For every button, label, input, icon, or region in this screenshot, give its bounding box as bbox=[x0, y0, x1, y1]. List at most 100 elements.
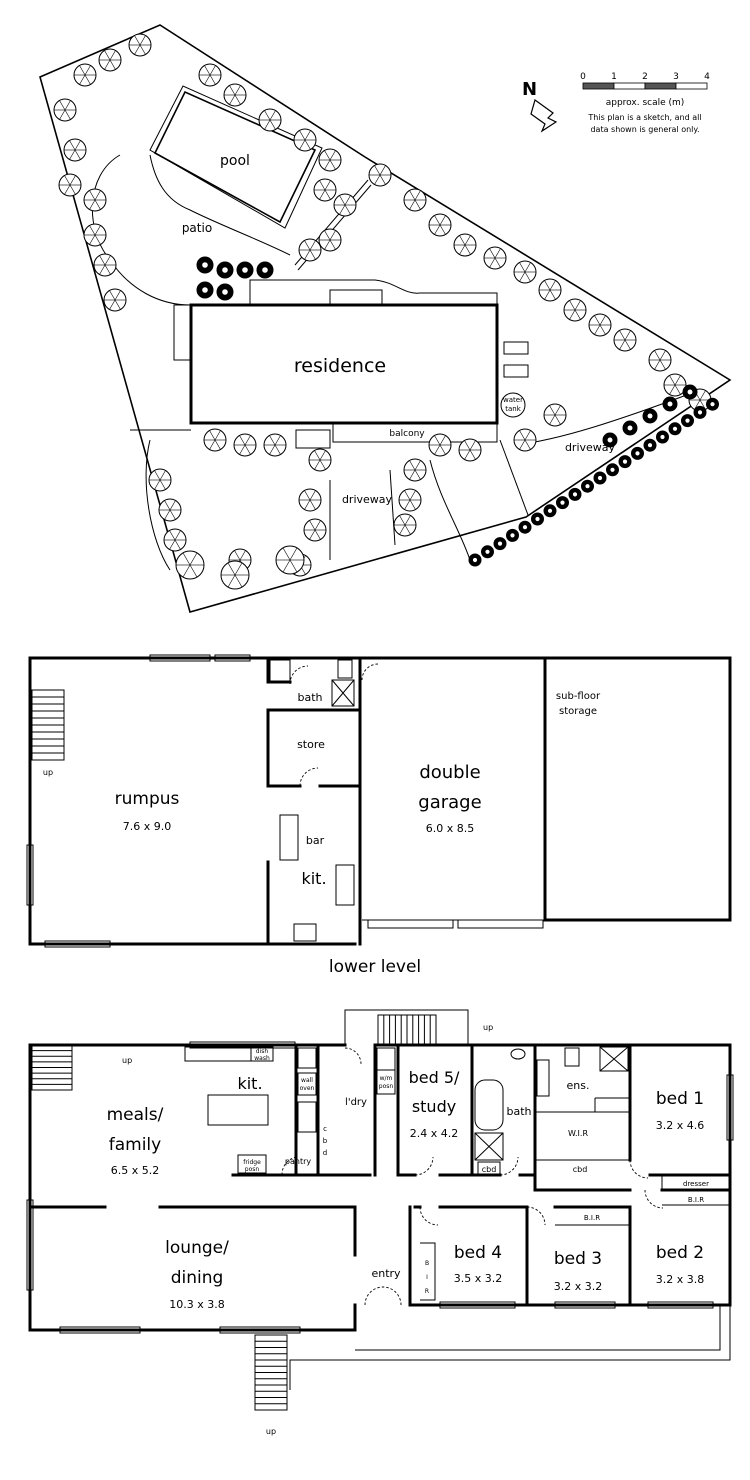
ens-label: ens. bbox=[567, 1079, 590, 1092]
door-swing bbox=[289, 665, 309, 685]
tree-icon bbox=[581, 479, 594, 493]
tree-icon bbox=[403, 458, 427, 482]
tree-icon bbox=[73, 63, 97, 87]
balcony-label: balcony bbox=[389, 429, 425, 439]
lower-bath-label: bath bbox=[297, 691, 322, 704]
window bbox=[26, 1199, 34, 1291]
tree-icon bbox=[563, 298, 587, 322]
compass-letter: N bbox=[522, 79, 537, 100]
tree-icon bbox=[468, 553, 482, 567]
tree-icon bbox=[293, 128, 317, 152]
door-swing bbox=[526, 1206, 546, 1226]
wir-label: W.I.R bbox=[568, 1129, 588, 1138]
bed3-size: 3.2 x 3.2 bbox=[554, 1280, 603, 1293]
cbd-v-1: c bbox=[323, 1125, 327, 1133]
patio-label: patio bbox=[182, 221, 212, 235]
wm-label-1: w/m bbox=[380, 1075, 393, 1082]
tree-icon bbox=[333, 193, 357, 217]
tree-icon bbox=[158, 498, 182, 522]
bed3-label: bed 3 bbox=[554, 1249, 602, 1269]
door-swing bbox=[281, 1156, 297, 1176]
site-trees bbox=[53, 33, 719, 590]
lounge-label-1: lounge/ bbox=[165, 1238, 229, 1258]
vanity-icon bbox=[337, 659, 353, 679]
tree-icon bbox=[543, 504, 557, 518]
bar-counter bbox=[279, 814, 299, 861]
scale-tick-label: 4 bbox=[704, 72, 710, 82]
upper-stairs bbox=[31, 1014, 437, 1091]
lower-kit-label: kit. bbox=[301, 869, 326, 888]
tree-icon bbox=[613, 328, 637, 352]
tree-icon bbox=[693, 405, 707, 419]
tree-icon bbox=[622, 420, 638, 436]
tree-icon bbox=[642, 408, 658, 424]
garage-door-left bbox=[367, 919, 454, 929]
planter-box bbox=[503, 341, 529, 355]
bir-v-2: I bbox=[426, 1274, 428, 1281]
door-swing bbox=[299, 767, 319, 787]
tree-icon bbox=[662, 396, 678, 412]
cbd-box bbox=[477, 1161, 501, 1175]
subfloor-label-1: sub-floor bbox=[556, 691, 601, 702]
fridge-box bbox=[237, 1154, 267, 1174]
driveway-label-2: driveway bbox=[565, 441, 616, 454]
tree-icon bbox=[83, 188, 107, 212]
tree-icon bbox=[163, 528, 187, 552]
store-label: store bbox=[297, 738, 325, 751]
bath-walls bbox=[470, 1043, 537, 1177]
upper-level-plan: up up up dish wash bbox=[26, 1009, 734, 1436]
wall-oven-box bbox=[297, 1072, 317, 1096]
window bbox=[726, 1074, 734, 1141]
ens-vanity-icon bbox=[536, 1059, 550, 1097]
lower-level-plan: up bath store bar kit. rumpus 7.6 x 9.0 … bbox=[26, 654, 732, 977]
tree-icon bbox=[58, 173, 82, 197]
front-porch bbox=[344, 1009, 469, 1045]
tree-icon bbox=[196, 281, 214, 299]
scale-tick-label: 1 bbox=[611, 72, 617, 82]
note-line-2: data shown is general only. bbox=[590, 125, 699, 134]
bed2-bir-label: B.I.R bbox=[688, 1196, 704, 1204]
deck-outline bbox=[289, 1305, 731, 1390]
pool-label: pool bbox=[220, 153, 250, 169]
door-swing bbox=[414, 1156, 434, 1176]
tree-icon bbox=[298, 238, 322, 262]
tree-icon bbox=[318, 228, 342, 252]
compass-arrow-icon bbox=[530, 99, 558, 133]
bed5-size: 2.4 x 4.2 bbox=[410, 1127, 459, 1140]
tree-icon bbox=[298, 488, 322, 512]
driveway-edge-b bbox=[389, 469, 396, 546]
basin-icon bbox=[510, 1048, 526, 1060]
shower-icon bbox=[331, 679, 355, 707]
door-swing bbox=[344, 1047, 362, 1065]
bed5-walls bbox=[396, 1043, 474, 1177]
laundry-tub-icon bbox=[376, 1047, 396, 1071]
bath-wall bbox=[266, 656, 292, 684]
rear-terrace bbox=[249, 279, 498, 305]
store-wall bbox=[266, 708, 302, 788]
window bbox=[554, 1301, 616, 1309]
scale-tick-label: 2 bbox=[642, 72, 648, 82]
meals-up-label: up bbox=[122, 1056, 132, 1065]
tree-icon bbox=[513, 260, 537, 284]
tree-icon bbox=[403, 188, 427, 212]
tree-icon bbox=[631, 446, 644, 460]
tree-icon bbox=[656, 430, 669, 444]
bed4-bir bbox=[420, 1242, 436, 1301]
wm-box bbox=[376, 1069, 396, 1095]
dishwash-label-2: wash bbox=[254, 1055, 270, 1062]
lounge-wall bbox=[28, 1205, 357, 1257]
planter-box bbox=[503, 364, 529, 378]
window bbox=[214, 654, 251, 662]
tree-icon bbox=[63, 138, 87, 162]
bath-cbd-label: cbd bbox=[482, 1165, 497, 1174]
tree-icon bbox=[303, 518, 327, 542]
tree-icon bbox=[103, 288, 127, 312]
patio-edge bbox=[149, 154, 291, 256]
rear-stairs bbox=[329, 289, 383, 306]
wm-label-2: posn bbox=[379, 1083, 394, 1090]
bed3-bir-label: B.I.R bbox=[584, 1214, 600, 1222]
subfloor-label-2: storage bbox=[559, 706, 597, 717]
tree-icon bbox=[216, 261, 234, 279]
bir-v-3: R bbox=[425, 1288, 429, 1295]
